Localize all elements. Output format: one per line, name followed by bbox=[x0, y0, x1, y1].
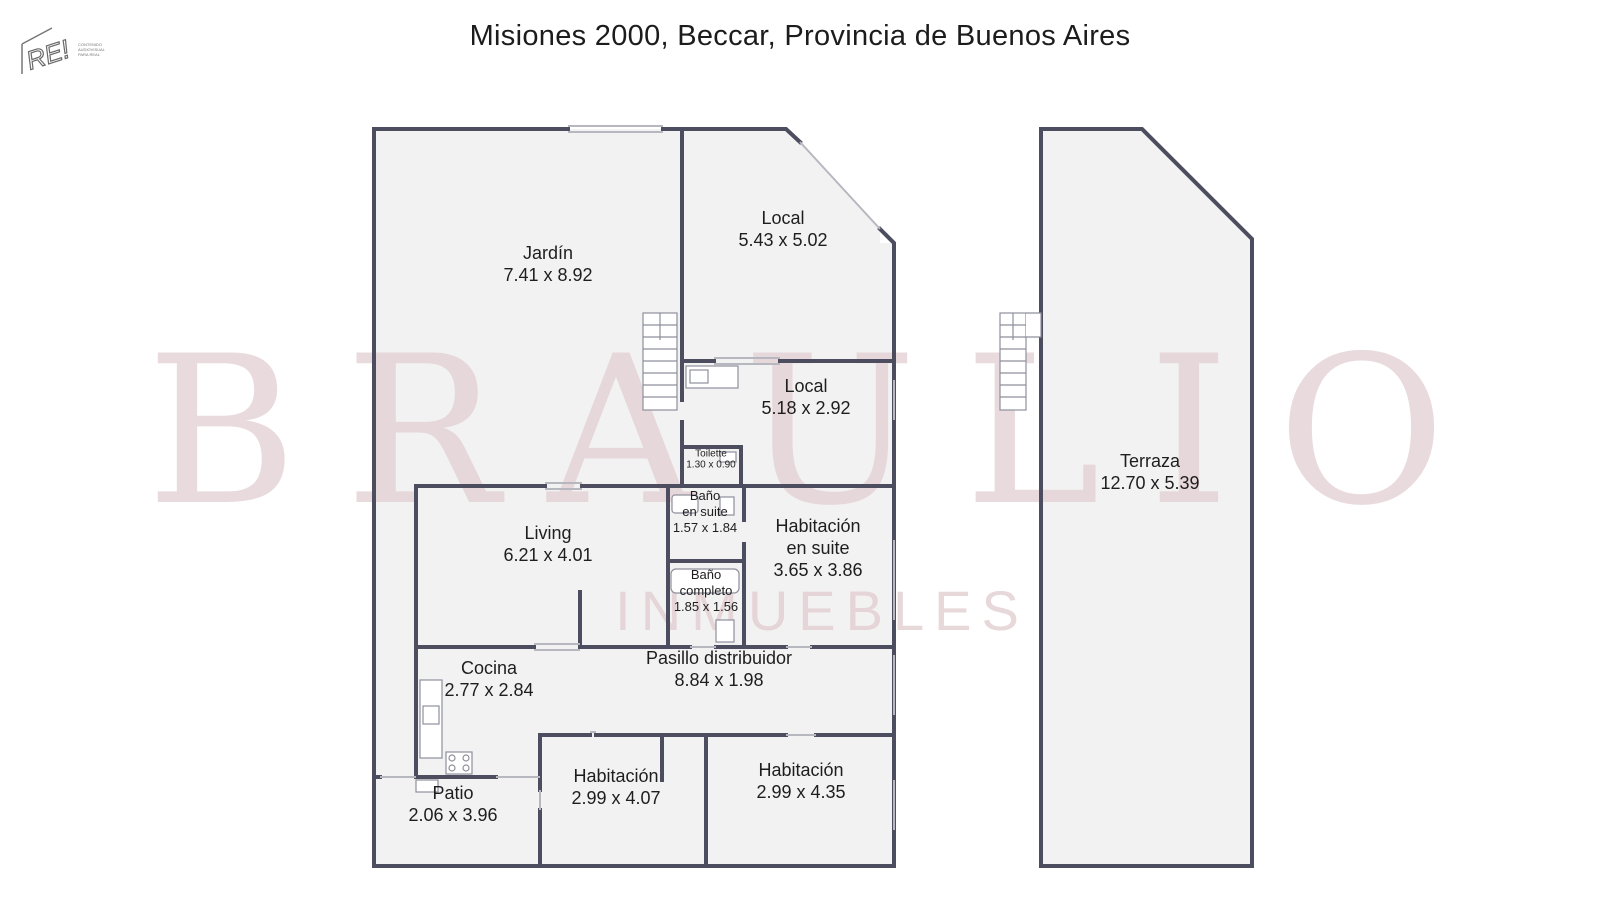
page-title: Misiones 2000, Beccar, Provincia de Buen… bbox=[469, 20, 1131, 52]
room-name-habitacion-1: Habitación bbox=[573, 766, 658, 786]
room-dims-cocina: 2.77 x 2.84 bbox=[444, 680, 533, 700]
room-dims-patio: 2.06 x 3.96 bbox=[408, 805, 497, 825]
kitchen-sink-icon bbox=[422, 705, 440, 725]
main-floor bbox=[374, 129, 894, 866]
room-dims-living: 6.21 x 4.01 bbox=[503, 545, 592, 565]
room-name-patio: Patio bbox=[432, 783, 473, 803]
room-name-habitacion-suite: Habitación bbox=[775, 516, 860, 536]
room-name-jardin: Jardín bbox=[523, 243, 573, 263]
room-dims-habitacion-suite: 3.65 x 3.86 bbox=[773, 560, 862, 580]
room-name-local-2: Local bbox=[784, 376, 827, 396]
logo-line: CONTENIDO bbox=[78, 42, 102, 47]
toilet-icon bbox=[715, 619, 735, 643]
room-name-bano-completo: Baño bbox=[691, 567, 721, 582]
openings bbox=[380, 125, 895, 830]
laundry-sink-icon bbox=[415, 779, 439, 793]
room-name-living: Living bbox=[524, 523, 571, 543]
room-dims-pasillo: 8.84 x 1.98 bbox=[674, 670, 763, 690]
room-dims-habitacion-1: 2.99 x 4.07 bbox=[571, 788, 660, 808]
room-name-pasillo: Pasillo distribuidor bbox=[646, 648, 792, 668]
re-logo-icon: RE! CONTENIDO AUDIOVISUAL PARA REAL bbox=[18, 22, 118, 82]
watermark-main: BRAULIO bbox=[147, 313, 1494, 551]
toilet-icon bbox=[719, 451, 737, 463]
walls bbox=[372, 127, 1254, 868]
room-dims-local-1: 5.43 x 5.02 bbox=[738, 230, 827, 250]
bathtub-icon bbox=[670, 568, 740, 594]
floor-areas bbox=[374, 129, 1252, 866]
room-name-local-1: Local bbox=[761, 208, 804, 228]
logo-line: AUDIOVISUAL bbox=[78, 47, 106, 52]
room-name-cocina: Cocina bbox=[461, 658, 518, 678]
room-dims-bano-suite: 1.57 x 1.84 bbox=[673, 520, 737, 535]
room-name-toilette: Toilette bbox=[695, 449, 727, 460]
room-dims-jardin: 7.41 x 8.92 bbox=[503, 265, 592, 285]
room-name-bano-completo: completo bbox=[680, 583, 733, 598]
room-name-habitacion-suite: en suite bbox=[786, 538, 849, 558]
sink-icon bbox=[689, 369, 709, 384]
fixtures bbox=[415, 365, 740, 793]
room-dims-terraza: 12.70 x 5.39 bbox=[1100, 473, 1199, 493]
room-dims-toilette: 1.30 x 0.90 bbox=[686, 460, 736, 471]
room-dims-habitacion-2: 2.99 x 4.35 bbox=[756, 782, 845, 802]
room-dims-bano-completo: 1.85 x 1.56 bbox=[674, 599, 738, 614]
room-name-bano-suite: en suite bbox=[682, 504, 728, 519]
room-name-terraza: Terraza bbox=[1120, 451, 1181, 471]
room-name-bano-suite: Baño bbox=[690, 488, 720, 503]
terrace-floor bbox=[1041, 129, 1252, 866]
sink-icon bbox=[671, 494, 699, 514]
toilet-icon bbox=[719, 496, 735, 516]
stairs bbox=[642, 312, 1042, 411]
logo-line: PARA REAL bbox=[78, 52, 101, 57]
room-name-habitacion-2: Habitación bbox=[758, 760, 843, 780]
room-dims-local-2: 5.18 x 2.92 bbox=[761, 398, 850, 418]
